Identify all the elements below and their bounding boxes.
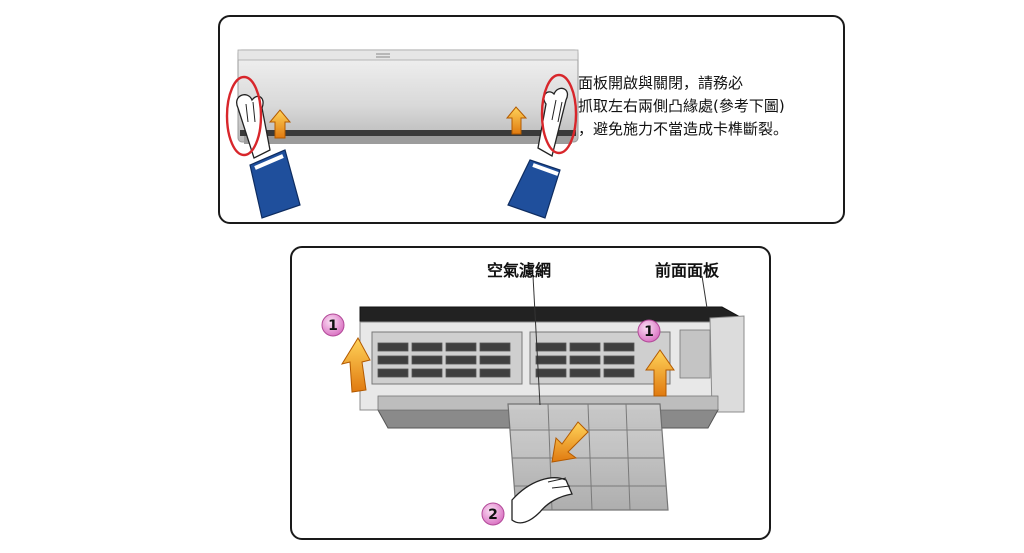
instruction-line: 面板開啟與關閉，請務必 [578,74,744,92]
arrow-up-icon [268,109,292,139]
air-filter-leader-line [532,275,541,406]
front-panel-label: 前面面板 [655,261,720,280]
panel-handling-instruction: 面板開啟與關閉，請務必 抓取左右兩側凸緣處(參考下圖) ，避免施力不當造成卡榫斷… [578,72,838,141]
step-marker-2: 2 [481,502,505,526]
arrow-up-icon [645,349,675,397]
arrow-up-icon [340,337,371,393]
instruction-line: ，避免施力不當造成卡榫斷裂。 [578,120,789,138]
svg-text:1: 1 [644,324,654,340]
step-marker-1-right: 1 [637,319,661,343]
front-panel-leader-line [701,275,708,309]
left-grip-highlight-ring [225,75,263,157]
step-marker-1-left: 1 [321,313,345,337]
instruction-line: 抓取左右兩側凸緣處(參考下圖) [578,97,785,115]
ac-unit-top [237,49,579,144]
arrow-up-icon [505,106,528,135]
svg-text:1: 1 [328,318,338,334]
right-grip-highlight-ring [540,73,578,155]
svg-text:2: 2 [488,507,498,523]
air-filter-label: 空氣濾網 [487,261,552,280]
hand-pulling-filter-illustration [511,477,573,524]
arrow-down-left-icon [551,421,589,463]
